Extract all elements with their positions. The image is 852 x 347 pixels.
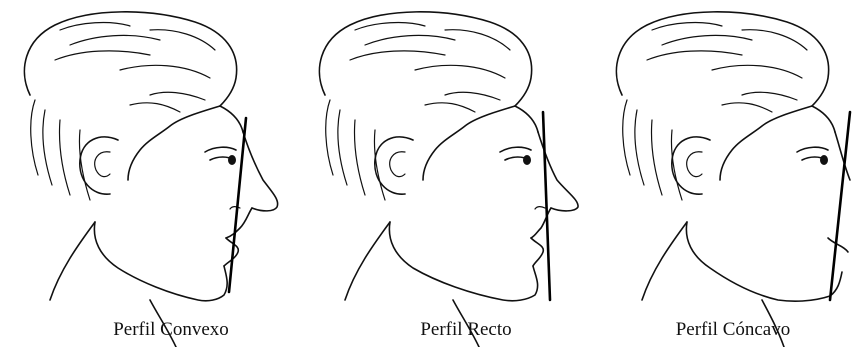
head-illustration-convex <box>0 0 300 347</box>
head-outline <box>319 12 578 347</box>
reference-line <box>229 118 246 292</box>
caption-straight: Perfil Recto <box>326 318 606 342</box>
head-illustration-straight <box>295 0 595 347</box>
caption-concave: Perfil Cóncavo <box>593 318 852 342</box>
profile-panel-straight <box>295 0 595 347</box>
caption-convex: Perfil Convexo <box>31 318 311 342</box>
reference-line <box>830 112 850 300</box>
head-illustration-concave <box>592 0 852 347</box>
head-outline <box>616 12 850 347</box>
profile-panel-convex <box>0 0 300 347</box>
reference-line <box>543 112 550 300</box>
profile-panel-concave <box>592 0 852 347</box>
